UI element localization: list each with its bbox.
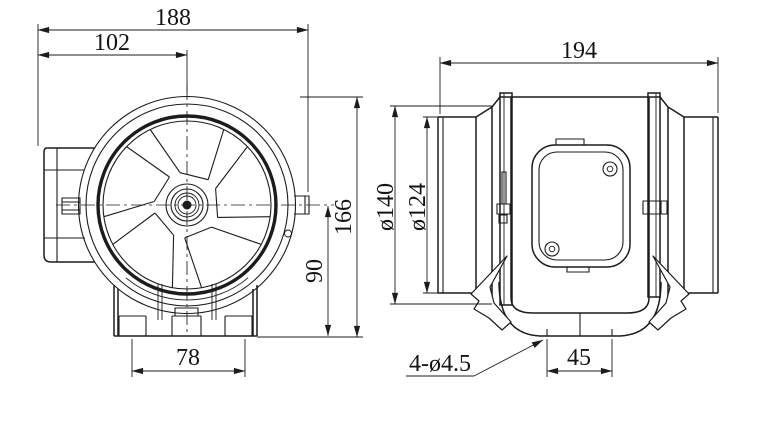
motor-housing-outline <box>43 147 95 263</box>
dimension-overall-height: 166 <box>257 96 363 338</box>
panel-outer <box>531 144 631 268</box>
clamp-buckle <box>642 200 668 215</box>
clamp-screw <box>496 171 511 224</box>
dim-label-overall-height: 166 <box>331 199 357 235</box>
housing-outer-rim <box>77 95 297 315</box>
body-bottom-edge <box>510 297 650 314</box>
motor-housing-line <box>44 169 85 239</box>
dim-label-duct-diameter: ø124 <box>405 183 431 231</box>
base-side-walls <box>113 285 258 336</box>
dim-label-overall-width: 188 <box>155 5 191 31</box>
extension-line <box>390 105 492 305</box>
blade <box>215 146 271 218</box>
hub-ring <box>165 183 209 227</box>
motor-housing <box>43 147 95 263</box>
side-view: 194 ø140 ø124 45 4-ø4.5 <box>373 38 719 377</box>
dim-label-axis-from-left: 102 <box>94 30 130 56</box>
panel-screw <box>544 241 560 257</box>
dim-label-mounting-holes: 4-ø4.5 <box>409 351 471 377</box>
dim-label-foot-spacing: 78 <box>176 345 200 371</box>
extension-line <box>37 24 309 192</box>
leader-line <box>473 339 544 377</box>
blade <box>112 212 175 288</box>
fan-housing <box>77 95 297 315</box>
dim-label-overall-length: 194 <box>561 38 597 64</box>
panel-screw-center <box>606 165 614 173</box>
dimension-foot-spacing: 78 <box>131 339 246 377</box>
base-right-pad <box>224 315 253 336</box>
left-clamp-band <box>496 92 513 306</box>
rim-screw <box>284 229 292 238</box>
housing-inner-rim <box>85 103 289 307</box>
panel-screw-center <box>548 245 556 253</box>
dimension-overall-width: 188 <box>37 5 309 192</box>
body-sides <box>510 97 650 298</box>
base-center-pedestal <box>171 307 202 336</box>
volute-arc <box>125 277 249 301</box>
clip-body <box>294 195 310 215</box>
hub-ring <box>177 195 197 215</box>
panel-inner <box>538 151 624 261</box>
spigot-outline <box>437 116 477 294</box>
dimension-outer-diameter: ø140 <box>373 105 492 305</box>
bracket-seam <box>546 313 613 336</box>
dim-label-axis-to-base: 90 <box>302 259 328 283</box>
hub-shaft-dot <box>182 200 192 210</box>
hub-ring <box>170 188 204 222</box>
base-left-pad <box>118 315 147 336</box>
bracket-right-fin <box>648 255 690 331</box>
spigot-outline <box>683 116 719 294</box>
dimension-axis-to-base: 90 <box>302 205 332 337</box>
dimension-duct-diameter: ø124 <box>405 116 440 294</box>
blade <box>149 129 225 181</box>
panel-screw <box>602 161 618 177</box>
blade <box>103 146 170 218</box>
dim-label-outer-diameter: ø140 <box>373 183 399 231</box>
mounting-base <box>113 284 258 337</box>
panel-bottom-tab <box>566 267 590 273</box>
motor-mount-tab <box>61 197 81 215</box>
dimension-slot-spacing: 45 <box>546 339 613 377</box>
base-struts <box>157 284 217 320</box>
extension-line <box>439 57 719 114</box>
bracket-left-fin <box>470 255 512 331</box>
impeller-hub <box>165 183 209 227</box>
panel-top-tab <box>555 138 585 145</box>
extension-line <box>257 96 363 338</box>
leader-mounting-holes: 4-ø4.5 <box>406 339 544 377</box>
impeller-blades <box>103 129 271 288</box>
terminal-clip <box>284 195 310 238</box>
mounting-bracket <box>470 255 690 337</box>
dimension-axis-from-left: 102 <box>37 30 188 92</box>
impeller-tip-circle <box>102 120 272 290</box>
impeller-shroud-ring <box>96 114 278 296</box>
front-view: 188 102 166 90 78 <box>37 5 363 377</box>
dimension-overall-length: 194 <box>439 38 719 114</box>
blade <box>184 226 262 288</box>
access-panel <box>531 138 631 273</box>
hub-ring <box>174 192 200 218</box>
clamp-bar <box>499 92 513 306</box>
fan-body <box>500 96 660 314</box>
dim-label-slot-spacing: 45 <box>567 345 591 371</box>
